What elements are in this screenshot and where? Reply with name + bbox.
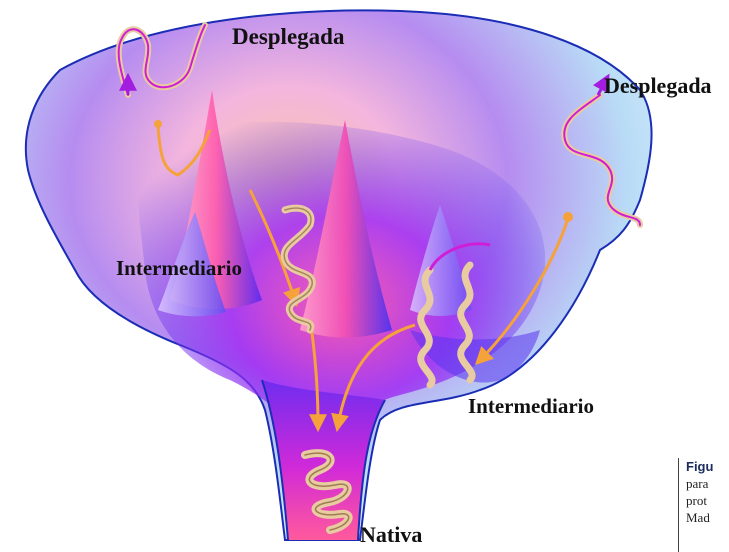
caption-line: prot <box>686 492 729 509</box>
pathway-start-dot-left <box>154 120 162 128</box>
figure-caption: Figu para prot Mad <box>678 458 729 552</box>
caption-line: para <box>686 475 729 492</box>
label-intermediate-right: Intermediario <box>468 394 594 419</box>
label-native: Nativa <box>360 522 422 548</box>
pathway-start-dot-right <box>563 212 573 222</box>
label-unfolded-top: Desplegada <box>232 24 344 50</box>
label-unfolded-right: Desplegada <box>604 73 712 99</box>
caption-figure-label: Figu <box>686 458 729 475</box>
caption-line: Mad <box>686 509 729 526</box>
label-intermediate-left: Intermediario <box>116 256 242 281</box>
